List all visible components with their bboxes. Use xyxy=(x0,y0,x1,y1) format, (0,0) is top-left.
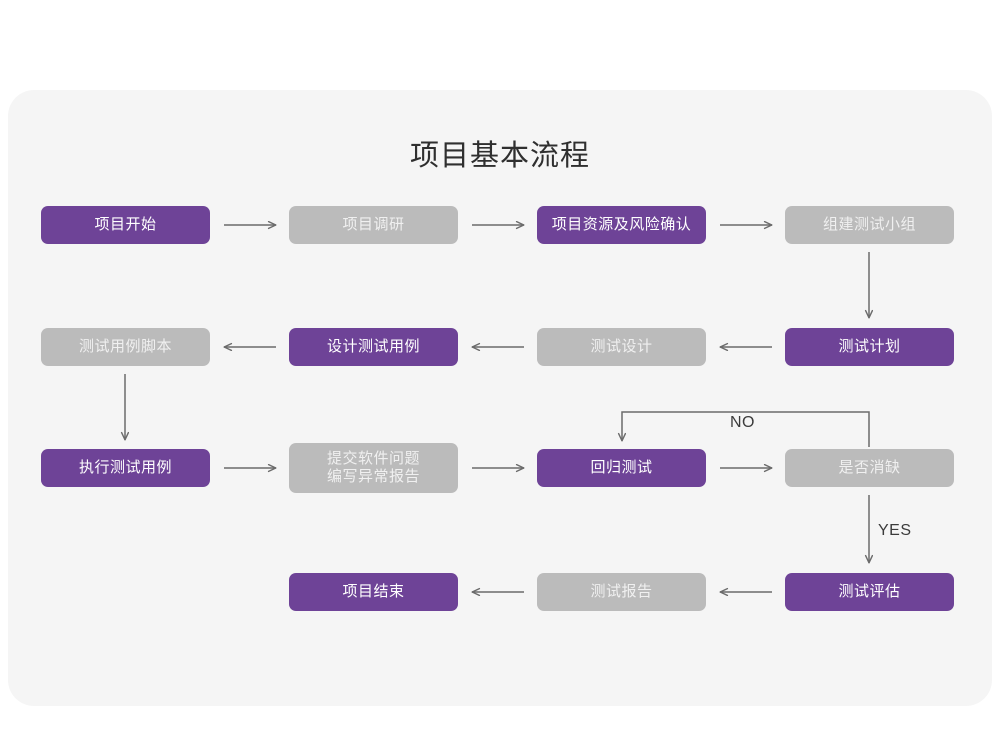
node-resource-risk-confirm[interactable]: 项目资源及风险确认 xyxy=(537,206,706,244)
page-title: 项目基本流程 xyxy=(409,140,590,172)
node-test-design[interactable]: 测试设计 xyxy=(537,328,706,366)
node-test-plan[interactable]: 测试计划 xyxy=(785,328,954,366)
flowchart-card xyxy=(8,90,992,706)
node-test-report[interactable]: 测试报告 xyxy=(537,573,706,611)
node-execute-test-case[interactable]: 执行测试用例 xyxy=(41,449,210,487)
node-build-test-team[interactable]: 组建测试小组 xyxy=(785,206,954,244)
node-defect-resolved[interactable]: 是否消缺 xyxy=(785,449,954,487)
node-test-case-script[interactable]: 测试用例脚本 xyxy=(41,328,210,366)
node-regression-test[interactable]: 回归测试 xyxy=(537,449,706,487)
node-submit-defect-report[interactable]: 提交软件问题 编写异常报告 xyxy=(289,443,458,493)
node-design-test-case[interactable]: 设计测试用例 xyxy=(289,328,458,366)
edge-label-yes: YES xyxy=(878,522,912,539)
edge-label-no: NO xyxy=(730,414,755,431)
node-project-start[interactable]: 项目开始 xyxy=(41,206,210,244)
node-project-research[interactable]: 项目调研 xyxy=(289,206,458,244)
node-test-evaluation[interactable]: 测试评估 xyxy=(785,573,954,611)
node-project-end[interactable]: 项目结束 xyxy=(289,573,458,611)
